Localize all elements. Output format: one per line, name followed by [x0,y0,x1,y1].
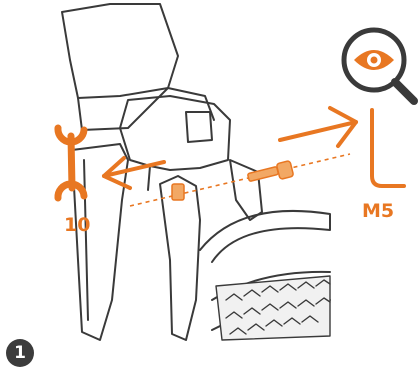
tire-tread-illustration [216,276,330,340]
fork-crown-illustration [120,96,230,190]
step-number-badge: 1 [6,339,34,367]
arrow-right-icon [280,108,356,146]
hex-key-icon [372,110,404,186]
nut-icon [172,184,184,200]
arrow-left-icon [104,158,164,188]
bolt-size-label: M5 [362,200,394,222]
inspect-eye-icon [344,30,414,101]
wrench-icon [58,128,84,198]
wrench-size-label: 10 [64,214,90,236]
